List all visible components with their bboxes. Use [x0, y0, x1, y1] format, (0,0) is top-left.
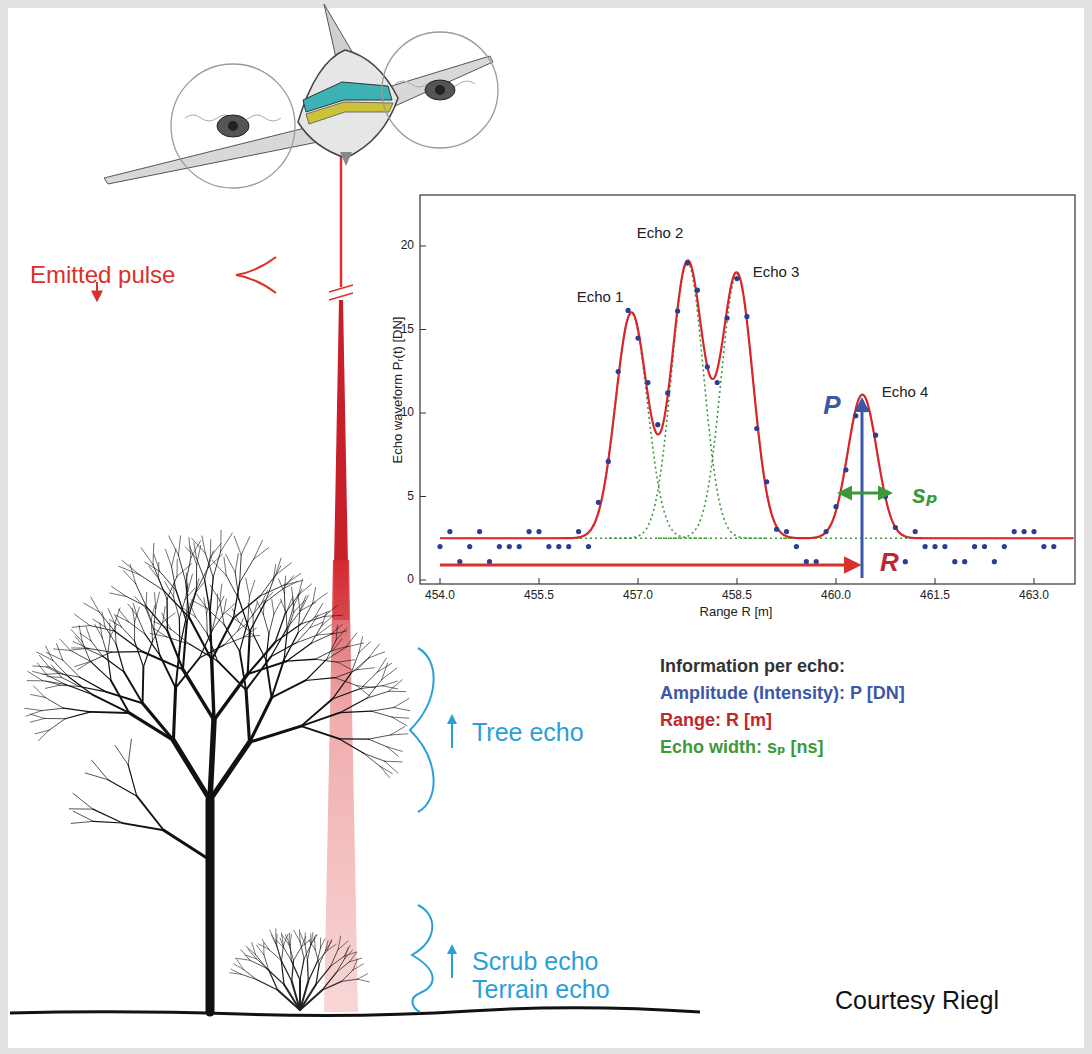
axis-title: Range R [m]	[700, 605, 773, 620]
info-line: Echo width: sₚ [ns]	[660, 737, 824, 758]
info-line: Range: R [m]	[660, 710, 772, 731]
tick-label: 10	[401, 406, 414, 420]
laser-beam	[324, 150, 358, 1012]
range-symbol: R	[880, 548, 899, 578]
tick-label: 5	[407, 490, 414, 504]
echo-type-label: Scrub echo	[472, 947, 598, 976]
terrain-line	[10, 1008, 700, 1016]
echo-label: Echo 3	[753, 263, 800, 280]
echo-label: Echo 1	[577, 288, 624, 305]
width-symbol: sₚ	[912, 480, 938, 509]
pulse-label: Emitted pulse	[30, 261, 175, 289]
axis-title: Echo waveform Pᵣ(t) [DN]	[391, 317, 406, 464]
echo-label: Echo 4	[882, 383, 929, 400]
echo-type-label: Terrain echo	[472, 975, 610, 1004]
credit-note: Courtesy Riegl	[835, 986, 999, 1015]
tick-label: 458.5	[722, 589, 752, 603]
tick-label: 15	[401, 323, 414, 337]
echo-annotations	[440, 400, 890, 578]
tick-label: 461.5	[920, 589, 950, 603]
airplane	[104, 4, 498, 188]
chart-frame	[420, 195, 1075, 584]
amplitude-symbol: P	[823, 391, 840, 421]
tick-label: 460.0	[821, 589, 851, 603]
tree	[25, 530, 410, 1012]
info-heading: Information per echo:	[660, 656, 845, 677]
echo-bracket	[410, 648, 452, 1012]
tick-label: 454.0	[425, 589, 455, 603]
waveform-chart	[420, 246, 1074, 584]
tick-label: 0	[407, 573, 414, 587]
panel	[8, 8, 1084, 1048]
shrub	[230, 929, 370, 1010]
tick-label: 463.0	[1019, 589, 1049, 603]
tick-label: 455.5	[524, 589, 554, 603]
tick-label: 20	[401, 239, 414, 253]
info-line: Amplitude (Intensity): P [DN]	[660, 683, 905, 704]
echo-label: Echo 2	[637, 224, 684, 241]
tick-label: 457.0	[623, 589, 653, 603]
echo-type-label: Tree echo	[472, 718, 584, 747]
